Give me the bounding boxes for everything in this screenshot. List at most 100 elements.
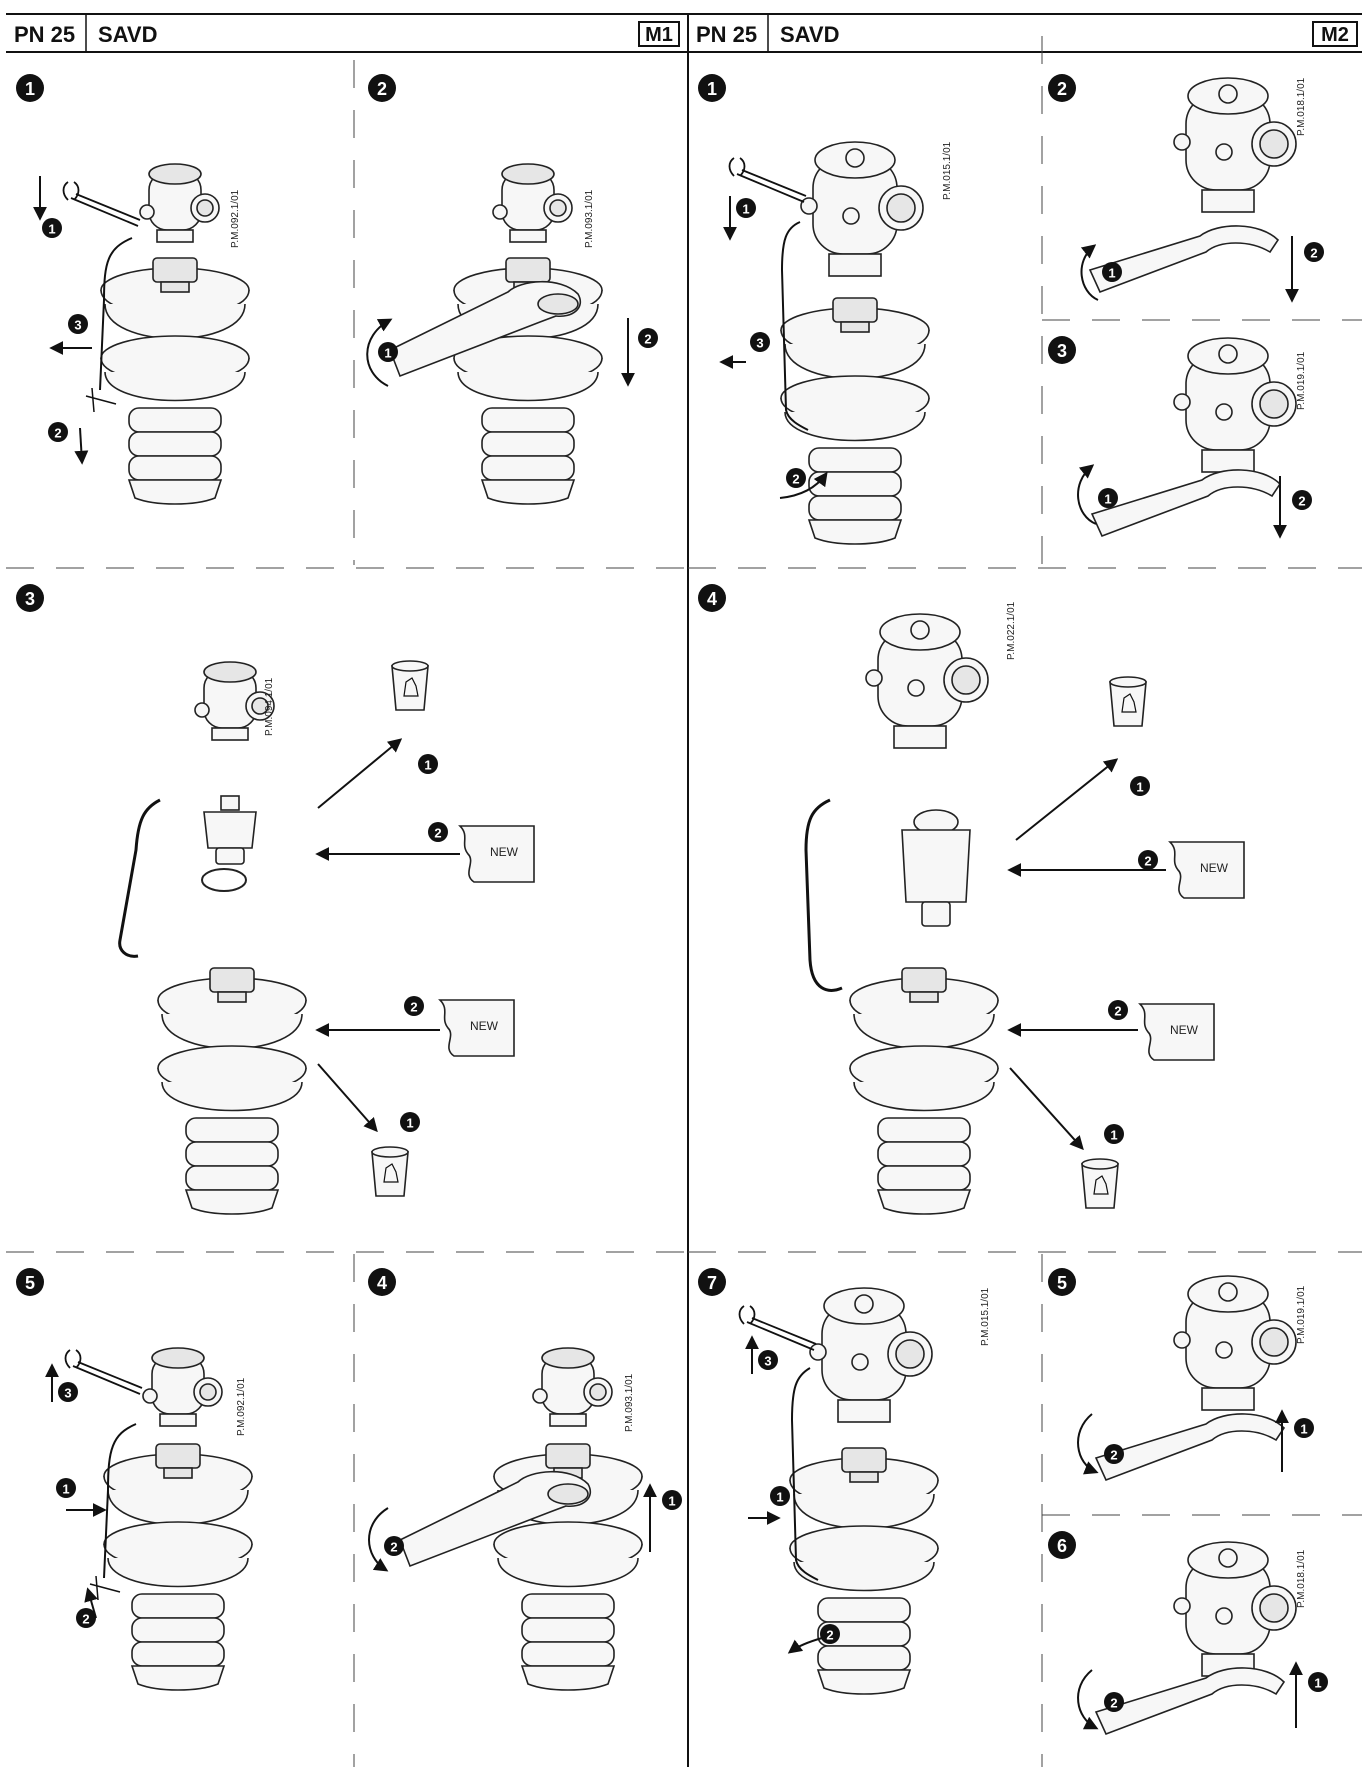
marker: 2 [1292, 490, 1312, 510]
m1-step2-figure: P.M.093.1/01 [366, 163, 635, 505]
m2-step3-figure: P.M.019.1/01 [1077, 337, 1307, 539]
svg-text:1: 1 [1108, 266, 1115, 281]
svg-text:1: 1 [48, 222, 55, 237]
svg-text:3: 3 [64, 1386, 71, 1401]
impulse-tube-icon [99, 237, 133, 391]
marker: 1 [378, 342, 398, 362]
rotate-arrow-icon [1080, 244, 1099, 301]
step-badge: 3 [1048, 336, 1076, 364]
svg-text:6: 6 [1057, 1536, 1067, 1556]
svg-text:4: 4 [377, 1273, 387, 1293]
impulse-tube-icon [780, 221, 809, 431]
header-model-m1: SAVD [98, 22, 158, 47]
marker: 1 [1294, 1418, 1314, 1438]
header-tag-box-m2 [1312, 21, 1358, 47]
wrench-icon [85, 387, 117, 413]
rotate-arrow-icon [1077, 1669, 1099, 1730]
step-badge: 4 [368, 1268, 396, 1296]
svg-text:1: 1 [406, 1116, 413, 1131]
svg-text:1: 1 [424, 758, 431, 773]
step-badge: 3 [16, 584, 44, 612]
impulse-tube-icon [118, 798, 161, 958]
impulse-tube-icon [804, 798, 843, 992]
svg-text:1: 1 [1300, 1422, 1307, 1437]
marker: 2 [76, 1608, 96, 1628]
svg-text:2: 2 [390, 1540, 397, 1555]
rotate-arrow-icon [1077, 1413, 1099, 1475]
svg-text:7: 7 [707, 1273, 717, 1293]
rotate-arrow-icon [368, 1507, 389, 1572]
figure-code: P.M.019.1/01 [1296, 351, 1307, 410]
svg-text:3: 3 [764, 1354, 771, 1369]
svg-text:1: 1 [384, 346, 391, 361]
svg-text:2: 2 [1144, 854, 1151, 869]
marker: 2 [1108, 1000, 1128, 1020]
step-badge: 1 [698, 74, 726, 102]
svg-text:4: 4 [707, 589, 717, 609]
svg-text:3: 3 [756, 336, 763, 351]
arrow-icon [1009, 1067, 1084, 1151]
svg-text:3: 3 [25, 589, 35, 609]
trash-bin-icon [1109, 676, 1147, 727]
arrow-icon [317, 738, 403, 809]
svg-text:1: 1 [1314, 1676, 1321, 1691]
marker: 2 [404, 996, 424, 1016]
marker: 2 [820, 1624, 840, 1644]
wrench-icon [62, 181, 141, 227]
rotate-arrow-icon [366, 318, 393, 387]
step-badge: 6 [1048, 1531, 1076, 1559]
step-badge: 7 [698, 1268, 726, 1296]
marker: 2 [786, 468, 806, 488]
valve-actuator-icon [100, 257, 250, 505]
step-badge: 2 [368, 74, 396, 102]
svg-text:1: 1 [668, 1494, 675, 1509]
marker: 1 [1098, 488, 1118, 508]
svg-text:3: 3 [74, 318, 81, 333]
arrow-icon [1015, 758, 1119, 841]
wrench-icon [1091, 469, 1281, 537]
figure-code: P.M.093.1/01 [624, 1373, 635, 1432]
marker: 2 [1138, 850, 1158, 870]
figure-code: P.M.015.1/01 [980, 1287, 991, 1346]
header-bar-m2: PN 25 SAVD M2 [688, 13, 1362, 53]
m1-step3-figure: P.M.094.1/01 NEW NEW [118, 660, 535, 1215]
new-label: NEW [490, 845, 519, 859]
marker: 3 [58, 1382, 78, 1402]
marker: 2 [384, 1536, 404, 1556]
svg-text:1: 1 [1104, 492, 1111, 507]
svg-text:2: 2 [792, 472, 799, 487]
marker: 1 [400, 1112, 420, 1132]
impulse-tube-icon [103, 1423, 137, 1579]
trash-bin-icon [371, 1146, 409, 1197]
m2-step2-figure: P.M.018.1/01 [1080, 77, 1307, 303]
wrench-icon [1095, 1413, 1285, 1481]
new-label: NEW [1200, 861, 1229, 875]
new-label: NEW [1170, 1023, 1199, 1037]
marker: 1 [418, 754, 438, 774]
marker: 3 [758, 1350, 778, 1370]
trash-bin-icon [391, 660, 429, 711]
svg-text:1: 1 [707, 79, 717, 99]
wrench-icon [728, 157, 807, 203]
svg-text:2: 2 [826, 1628, 833, 1643]
svg-text:3: 3 [1057, 341, 1067, 361]
marker: 1 [1102, 262, 1122, 282]
rotate-arrow-icon [1077, 464, 1097, 525]
figure-code: P.M.022.1/01 [1006, 601, 1017, 660]
svg-text:1: 1 [1136, 780, 1143, 795]
step-badge: 2 [1048, 74, 1076, 102]
marker: 1 [42, 218, 62, 238]
m2-step5-figure: P.M.019.1/01 [1077, 1275, 1307, 1481]
insert-part [203, 795, 257, 865]
figure-code: P.M.092.1/01 [230, 189, 241, 248]
marker: 1 [1130, 776, 1150, 796]
marker: 2 [48, 422, 68, 442]
svg-text:2: 2 [1110, 1448, 1117, 1463]
m1-step5-figure: P.M.092.1/01 [45, 1347, 253, 1691]
svg-text:2: 2 [644, 332, 651, 347]
marker: 2 [1304, 242, 1324, 262]
figure-code: P.M.092.1/01 [236, 1377, 247, 1436]
circlip-icon [201, 868, 247, 892]
m2-step7-figure: P.M.015.1/01 [738, 1287, 991, 1695]
